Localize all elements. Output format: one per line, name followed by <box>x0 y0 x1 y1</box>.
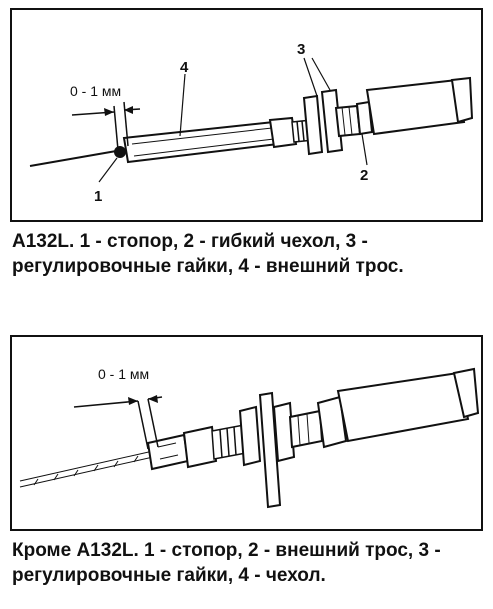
figure-1-caption: А132L. 1 - стопор, 2 - гибкий чехол, 3 -… <box>12 231 404 277</box>
callout-1: 1 <box>94 188 102 205</box>
adjusting-nut-2 <box>320 88 344 154</box>
callout-2: 2 <box>360 167 368 184</box>
boot <box>316 395 348 449</box>
sleeve <box>365 78 466 136</box>
threaded-rod <box>334 104 362 138</box>
figure-1-drawing: 0 - 1 мм 1 2 3 4 <box>29 41 474 205</box>
mounting-bracket <box>258 391 282 509</box>
fitting <box>268 116 298 149</box>
callout-4: 4 <box>180 59 189 76</box>
stopper <box>114 146 126 158</box>
adjusting-nut-2 <box>272 401 296 463</box>
dimension-label: 0 - 1 мм <box>70 83 121 99</box>
figure-2-panel: 0 - 1 мм <box>10 335 483 531</box>
adjusting-nut-1 <box>238 405 262 467</box>
flexible-boot <box>355 100 374 136</box>
figure-1-panel: 0 - 1 мм 1 2 3 4 <box>10 8 483 222</box>
callout-3: 3 <box>297 41 305 58</box>
inner-cable-wire <box>29 149 123 167</box>
inner-cable-wire <box>19 448 163 488</box>
stopper <box>146 433 190 471</box>
figure-2-caption: Кроме А132L. 1 - стопор, 2 - внешний тро… <box>12 540 441 586</box>
fitting <box>182 425 218 469</box>
dimension-label: 0 - 1 мм <box>98 366 149 382</box>
threaded-rod <box>288 409 324 449</box>
adjusting-nut-1 <box>302 94 324 156</box>
figure-2-drawing: 0 - 1 мм <box>19 366 480 509</box>
outer-cable <box>336 371 470 443</box>
